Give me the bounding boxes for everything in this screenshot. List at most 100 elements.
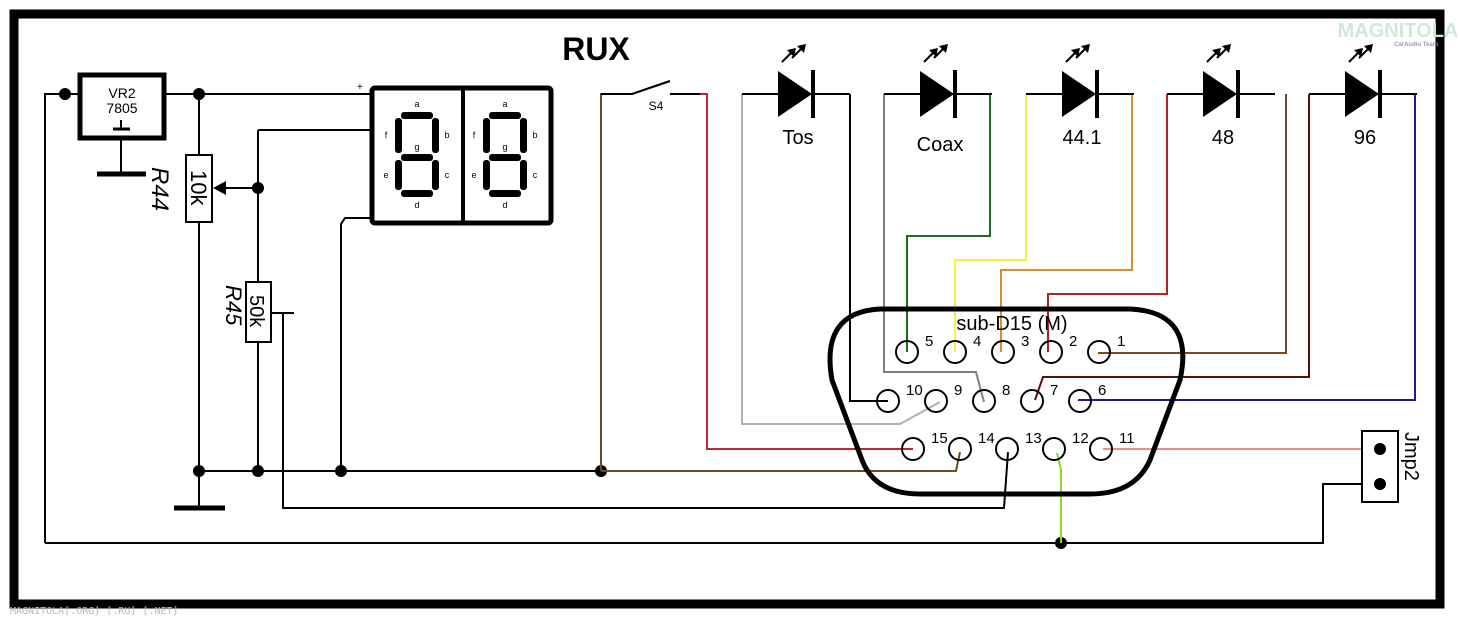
- led-1: Coax: [884, 44, 992, 156]
- potentiometer-r44: 10k R44: [146, 154, 226, 223]
- segment-label: g: [414, 142, 419, 152]
- wiper-arrow-icon: [213, 181, 226, 195]
- r44-ref: R44: [146, 167, 173, 211]
- digit-2: a g d f b e c: [471, 99, 537, 210]
- led-diode-icon: [778, 71, 812, 117]
- connector-pin: [1042, 437, 1066, 461]
- segment-g: [489, 154, 521, 161]
- segment-label: f: [473, 130, 476, 140]
- led-4: 96: [1309, 44, 1417, 149]
- switch-ref: S4: [649, 99, 664, 113]
- pin-number: 11: [1119, 430, 1135, 447]
- potentiometer-r45: 50k R45: [221, 281, 272, 343]
- segment-e: [395, 160, 402, 190]
- connector-pin: [901, 437, 925, 461]
- r45-value: 50k: [245, 295, 267, 328]
- seven-segment-display: + a g d f b e c a g d f b e c: [357, 82, 554, 226]
- jumper-pin: [1374, 443, 1386, 455]
- pin-number: 3: [1021, 333, 1029, 350]
- digit-1: a g d f b e c: [383, 99, 449, 210]
- r45-ref: R45: [221, 285, 246, 326]
- pin-number: 2: [1069, 333, 1077, 350]
- connector-pin: [943, 340, 967, 364]
- logo-text: MAGNITOLA: [1338, 20, 1459, 42]
- pin-number: 13: [1025, 430, 1042, 447]
- regulator-vr2: VR2 7805: [77, 72, 167, 141]
- segment-label: c: [533, 170, 538, 180]
- segment-label: b: [444, 130, 449, 140]
- pin-number: 14: [978, 430, 995, 447]
- jumper-pin: [1374, 478, 1386, 490]
- led-3: 48: [1167, 44, 1275, 149]
- segment-label: e: [383, 170, 388, 180]
- led-wires: [741, 94, 1416, 543]
- led-label: 96: [1354, 127, 1376, 149]
- segment-c: [520, 160, 527, 190]
- led-0: Tos: [742, 44, 850, 149]
- regulator-ref: VR2: [108, 85, 135, 101]
- led-diode-icon: [1203, 71, 1237, 117]
- segment-label: d: [502, 200, 507, 210]
- switch-s4: S4: [600, 80, 961, 472]
- led-label: 48: [1212, 127, 1234, 149]
- segment-label: e: [471, 170, 476, 180]
- connector-pin: [1089, 437, 1113, 461]
- jumper-jmp2: Jmp2: [1361, 430, 1422, 503]
- dsub15-connector: sub-D15 (M) 5 4 3 2 1 10 9 8 7 6 15 14 13 12 11: [827, 306, 1186, 497]
- segment-f: [483, 118, 490, 153]
- segment-c: [432, 160, 439, 190]
- regulator-part: 7805: [106, 100, 137, 116]
- footer-watermark: MAGNITOLA[.ORG] [.RU] [.NET]: [10, 606, 179, 617]
- segment-label: c: [445, 170, 450, 180]
- pin-number: 15: [931, 430, 948, 447]
- segment-a: [489, 112, 521, 119]
- connector-pin: [972, 389, 996, 413]
- pin-number: 12: [1072, 430, 1089, 447]
- segment-g: [401, 154, 433, 161]
- connector-pin: [991, 340, 1015, 364]
- segment-d: [489, 190, 521, 197]
- connector-label: sub-D15 (M): [956, 313, 1067, 335]
- segment-b: [432, 118, 439, 153]
- pin-number: 4: [973, 333, 981, 350]
- pin-number: 9: [954, 382, 962, 399]
- diagram-title: RUX: [562, 31, 630, 67]
- led-label: Tos: [782, 127, 813, 149]
- connector-pin: [1087, 340, 1111, 364]
- logo-subtext: CarAudio Team: [1394, 42, 1438, 48]
- jumper-ref: Jmp2: [1400, 432, 1422, 481]
- led-2: 44.1: [1026, 44, 1134, 149]
- connector-pin: [1068, 389, 1092, 413]
- connector-pin: [876, 389, 900, 413]
- segment-b: [520, 118, 527, 153]
- segment-e: [483, 160, 490, 190]
- pin-number: 10: [906, 382, 923, 399]
- segment-label: a: [502, 99, 507, 109]
- led-diode-icon: [1062, 71, 1096, 117]
- led-diode-icon: [1345, 71, 1379, 117]
- watermark-logo: MAGNITOLA CarAudio Team: [1338, 20, 1459, 48]
- led-diode-icon: [920, 71, 954, 117]
- connector-pin: [924, 389, 948, 413]
- pin-number: 1: [1117, 333, 1125, 350]
- connector-pin: [995, 437, 1019, 461]
- pin-number: 5: [925, 333, 933, 350]
- segment-a: [401, 112, 433, 119]
- segment-label: a: [414, 99, 419, 109]
- connector-pin: [1039, 340, 1063, 364]
- display-plus-label: +: [357, 82, 363, 93]
- led-label: 44.1: [1063, 127, 1102, 149]
- segment-label: b: [532, 130, 537, 140]
- led-label: Coax: [917, 134, 964, 156]
- connector-pin: [948, 437, 972, 461]
- pin-number: 6: [1098, 382, 1106, 399]
- segment-label: d: [414, 200, 419, 210]
- pin-number: 7: [1050, 382, 1058, 399]
- segment-label: g: [502, 142, 507, 152]
- segment-f: [395, 118, 402, 153]
- pin-number: 8: [1002, 382, 1010, 399]
- frame-border: [9, 9, 1445, 609]
- segment-label: f: [385, 130, 388, 140]
- r44-value: 10k: [186, 170, 211, 206]
